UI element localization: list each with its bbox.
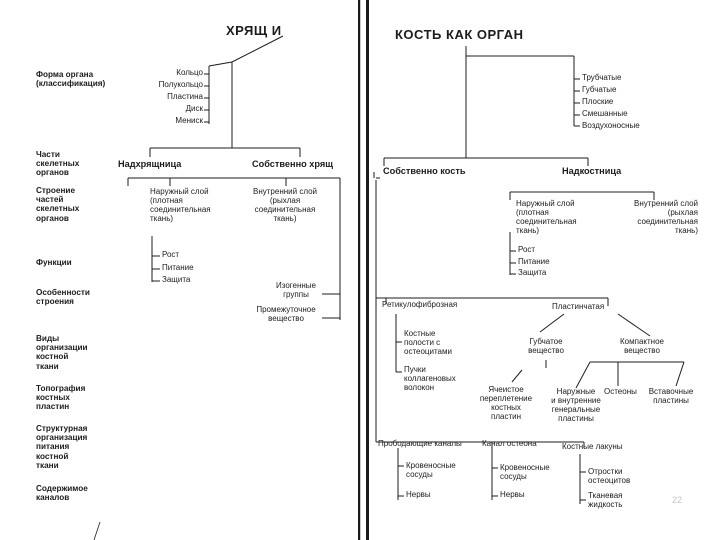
osteon-canal-nerves: Нервы — [500, 490, 525, 499]
bone-function-list: Рост Питание Защита — [518, 245, 550, 277]
margin-stroke — [93, 521, 101, 540]
right-page — [366, 0, 719, 540]
row-label-nutrition: Структурная организация питания костной … — [36, 424, 88, 470]
outer-inner-general-lamellae: Наружные и внутренние генеральные пласти… — [551, 387, 601, 423]
periosteum-outer-layer: Наружный слой (плотная соединительная тк… — [516, 199, 577, 235]
spongy-substance: Губчатое вещество — [528, 337, 564, 355]
periosteum-heading: Надкостница — [562, 166, 622, 176]
row-label-canal-contents: Содержимое каналов — [36, 484, 88, 503]
isogenic-groups: Изогенные группы — [275, 281, 316, 299]
periosteum-inner-layer: Внутренний слой (рыхлая соединительная т… — [634, 199, 698, 235]
title-left: ХРЯЩ И — [226, 23, 282, 38]
reticulofibrous-tissue: Ретикулофиброзная — [382, 300, 458, 309]
perforating-canal-nerves: Нервы — [406, 490, 431, 499]
row-label-topography: Топография костных пластин — [36, 384, 86, 412]
interstitial-substance: Промежуточное вещество — [256, 305, 316, 323]
row-label-structure: Строение частей скелетных органов — [36, 186, 80, 223]
compact-substance: Компактное вещество — [620, 337, 664, 355]
page-number: 22 — [672, 495, 683, 505]
tissue-fluid: Тканевая жидкость — [588, 491, 623, 509]
perforating-canals: Прободающие каналы — [378, 439, 462, 448]
connector — [539, 313, 565, 333]
cartilage-form-list: Кольцо Полукольцо Пластина Диск Мениск — [158, 68, 203, 125]
osteons: Остеоны — [604, 387, 637, 396]
row-label-parts: Части скелетных органов — [36, 150, 80, 178]
row-label-features: Особенности строения — [36, 288, 90, 307]
bone-form-list: Трубчатые Губчатые Плоские Смешанные Воз… — [582, 73, 640, 130]
title-right: КОСТЬ КАК ОРГАН — [395, 27, 524, 42]
perichondrium-heading: Надхрящница — [118, 159, 182, 169]
row-label-functions: Функции — [36, 258, 72, 267]
connector — [465, 46, 574, 57]
osteocyte-processes: Отростки остеоцитов — [588, 467, 631, 485]
row-label-tissue-types: Виды организации костной ткани — [36, 334, 88, 371]
connector — [511, 369, 523, 383]
row-label-form: Форма органа (классификация) — [36, 70, 106, 89]
connector — [208, 35, 284, 67]
osteon-canal-vessels: Кровеносные сосуды — [500, 463, 550, 481]
connector — [575, 361, 591, 389]
osteon-canal: Канал остеона — [482, 439, 537, 448]
bone-proper-heading: Собственно кость — [383, 166, 466, 176]
left-page — [6, 0, 360, 540]
cellular-lamellae-network: Ячеистое переплетение костных пластин — [479, 385, 533, 421]
collagen-fiber-bundles: Пучки коллагеновых волокон — [404, 365, 456, 392]
interstitial-lamellae: Вставочные пластины — [648, 387, 694, 405]
perichondrium-outer-layer: Наружный слой (плотная соединительная тк… — [150, 187, 211, 223]
lamellar-tissue: Пластинчатая — [552, 302, 605, 311]
perichondrium-inner-layer: Внутренний слой (рыхлая соединительная т… — [253, 187, 317, 223]
perforating-canal-vessels: Кровеносные сосуды — [406, 461, 456, 479]
cartilage-proper-heading: Собственно хрящ — [252, 159, 334, 169]
bone-lacunae-with-osteocytes: Костные полости с остеоцитами — [404, 329, 452, 356]
bone-lacunae: Костные лакуны — [562, 442, 623, 451]
connector — [675, 361, 685, 387]
cartilage-function-list: Рост Питание Защита — [162, 250, 194, 284]
connector — [617, 313, 651, 337]
